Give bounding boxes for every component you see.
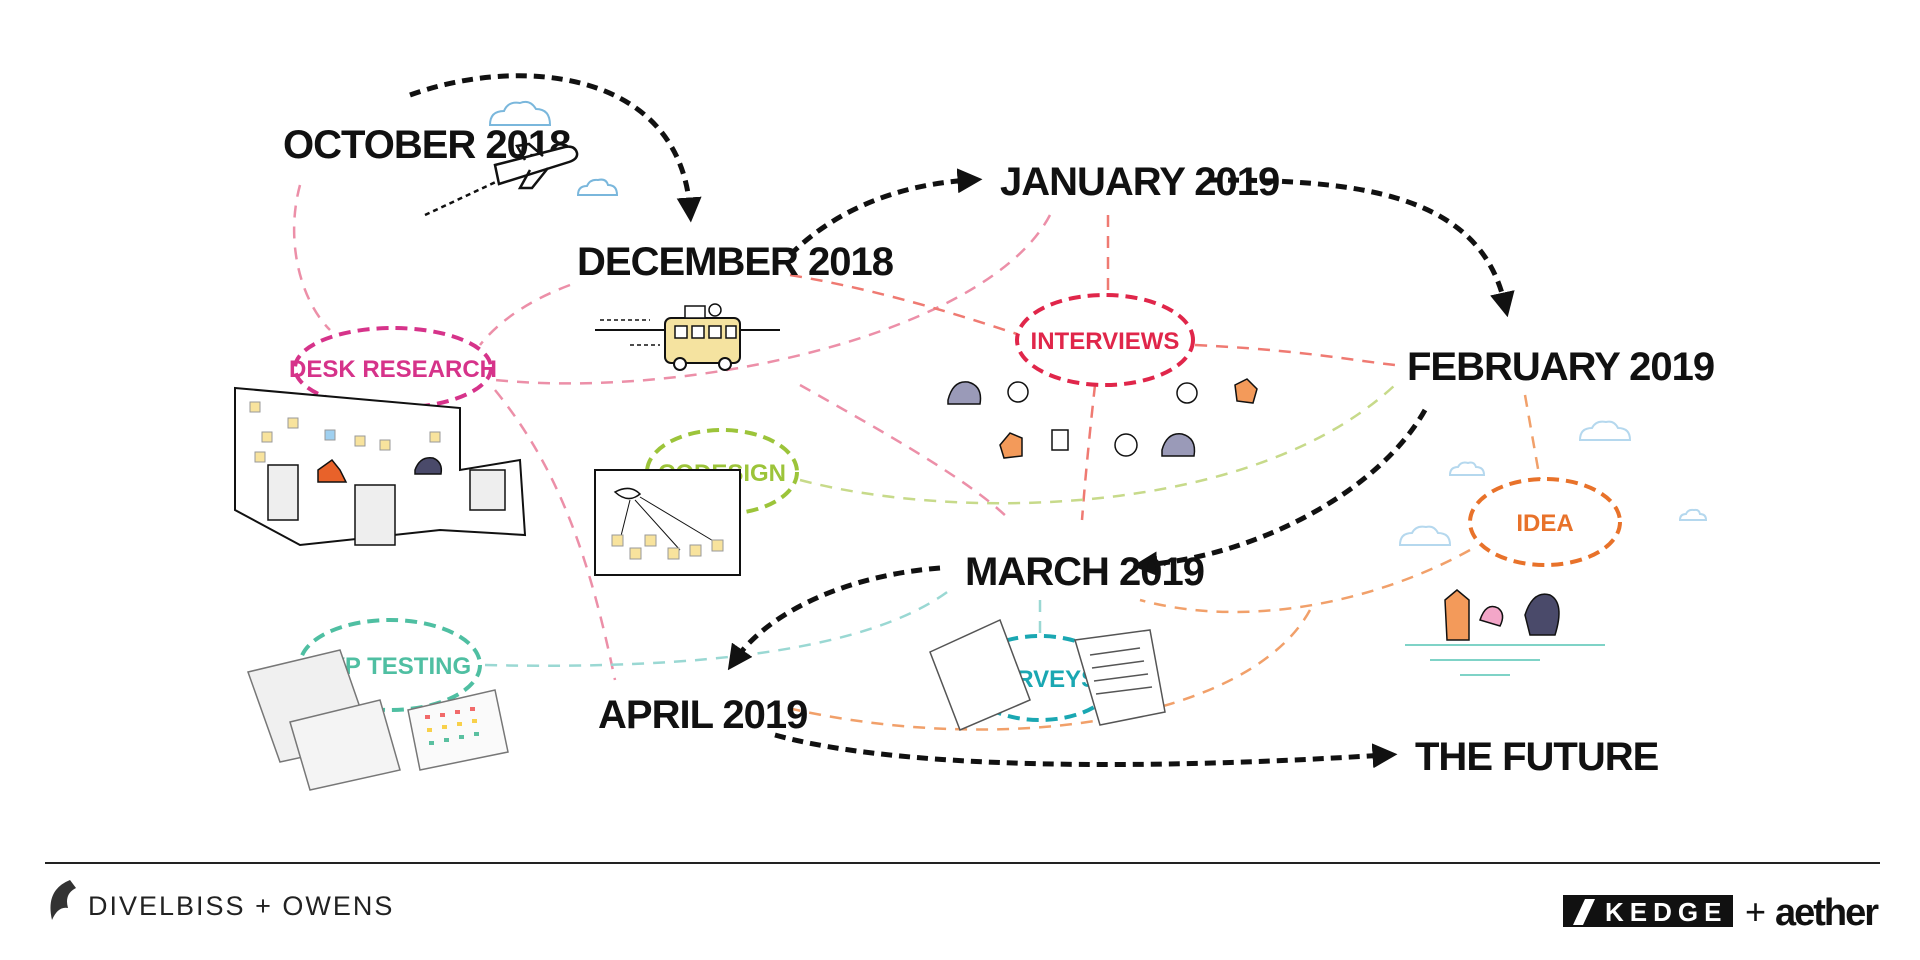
link-idea-march [1139,548,1471,614]
bird-character-icon [414,457,443,475]
month-april-2019: APRIL 2019 [598,693,807,737]
divelbiss-owens-text: DIVELBISS + OWENS [88,891,394,921]
bird-character-icon [1524,593,1560,636]
link-codesign-february [799,384,1396,505]
desk-research-label: DESK RESEARCH [289,356,497,383]
link-mvp-march [484,588,951,667]
interviews-label: INTERVIEWS [1031,328,1180,355]
bus-icon [595,303,780,371]
month-march-2019: MARCH 2019 [965,550,1204,594]
arrow-january-february [1209,177,1515,318]
kedge-text: KEDGE [1605,897,1727,927]
fox-character-icon [317,458,348,483]
link-february-idea [1523,394,1542,481]
link-desk-april [494,389,617,681]
connection-lines [292,184,1542,731]
link-desk-march [799,383,1011,521]
link-january-desk [494,214,1052,385]
link-december-desk [479,283,571,346]
cloud-icon [488,100,619,196]
survey-papers-icon [929,618,1166,731]
link-interviews-march [1080,384,1097,521]
airplane-icon [424,142,579,217]
arrow-october-december [409,73,702,223]
interview-characters-icon [947,378,1258,459]
arrow-april-future [774,732,1398,769]
bubble-interviews: INTERVIEWS [1015,293,1195,387]
bubble-desk-research: DESK RESEARCH [289,326,497,410]
month-february-2019: FEBRUARY 2019 [1407,345,1714,389]
aether-text: aether [1775,892,1879,934]
link-interviews-february [1194,343,1396,367]
kedge-logo-icon [1573,899,1595,925]
idea-scene-icon [1398,420,1708,676]
bubble-idea: IDEA [1468,477,1622,567]
arrow-december-january [788,168,983,257]
idea-label: IDEA [1516,510,1573,537]
footer-left-brand: DIVELBISS + OWENS [50,880,394,921]
arrow-february-march [1132,408,1428,577]
the-future-label: THE FUTURE [1415,735,1659,779]
month-january-2019: JANUARY 2019 [1000,160,1279,204]
link-december-interviews [789,273,1021,337]
link-october-desk [292,184,331,331]
footer-plus-sign: + [1745,891,1766,932]
month-december-2018: DECEMBER 2018 [577,240,894,284]
sticky-wall-icon [234,386,527,547]
divelbiss-owens-logo-icon [50,880,76,920]
fox-character-icon [1444,589,1470,641]
timeline-arrows [409,73,1515,769]
month-labels: OCTOBER 2018 DECEMBER 2018 JANUARY 2019 … [283,123,1715,779]
lamp-notes-icon [594,469,741,576]
paper-stack-icon [247,649,509,791]
footer-right-brand: KEDGE + aether [1563,891,1881,934]
arrow-march-april [727,565,941,671]
jellyfish-character-icon [1479,605,1504,627]
